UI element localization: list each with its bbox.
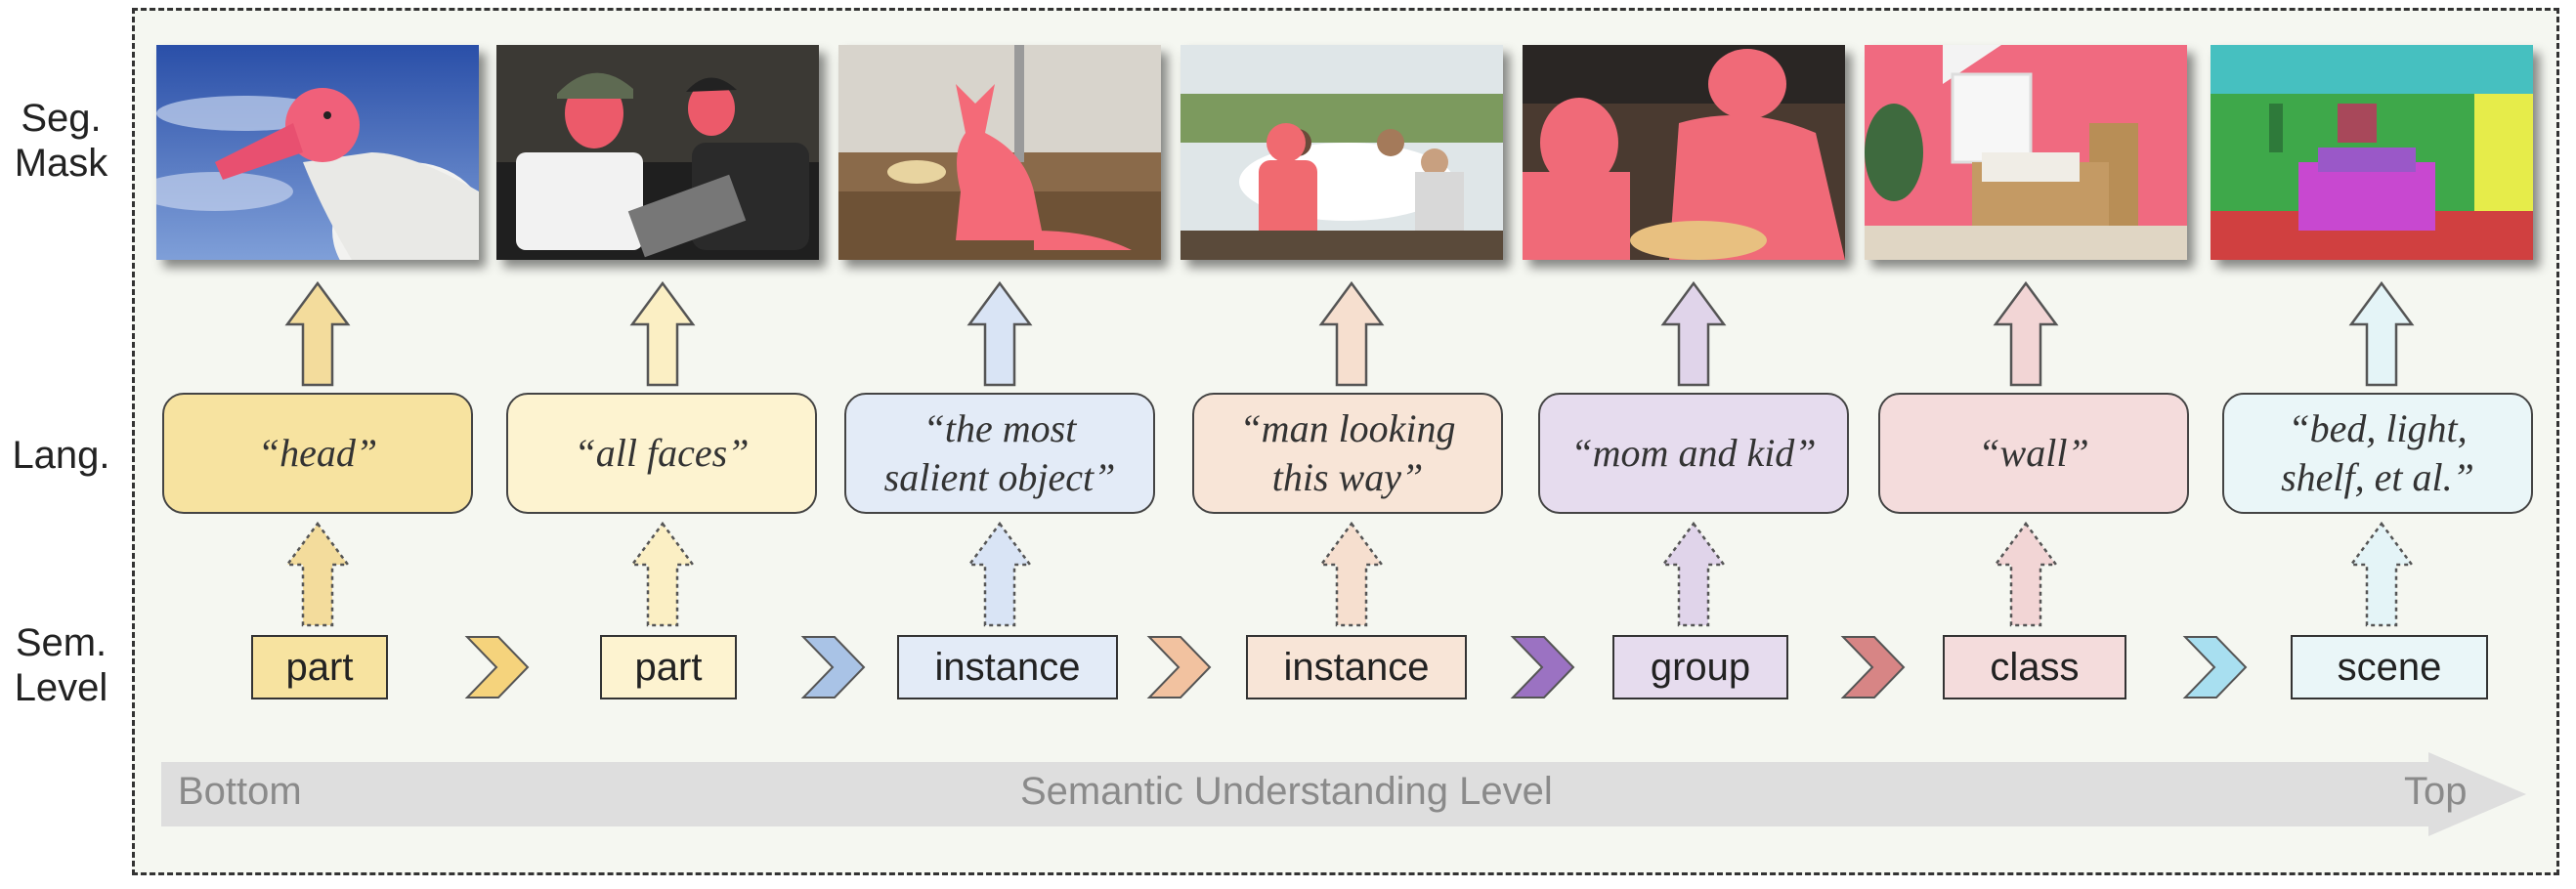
lang-box-salient-object: “the most salient object”: [844, 393, 1155, 514]
sem-level-group: group: [1612, 635, 1788, 699]
sem-level-instance-1: instance: [897, 635, 1118, 699]
up-arrow-dotted: [1318, 522, 1385, 627]
sem-level-class: class: [1943, 635, 2126, 699]
row-label-lang: Lang.: [12, 434, 110, 477]
sem-level-part-1: part: [251, 635, 388, 699]
sem-level-instance-2: instance: [1246, 635, 1467, 699]
lang-box-all-faces: “all faces”: [506, 393, 817, 514]
up-arrow-solid: [284, 281, 351, 387]
sem-level-part-2: part: [600, 635, 737, 699]
up-arrow-dotted: [966, 522, 1033, 627]
chevron-right-icon: [800, 636, 866, 698]
up-arrow-solid: [1993, 281, 2059, 387]
lang-box-head: “head”: [162, 393, 473, 514]
seg-mask-image-salient-object: [838, 45, 1161, 260]
lang-box-mom-and-kid: “mom and kid”: [1538, 393, 1849, 514]
up-arrow-dotted: [284, 522, 351, 627]
lang-box-man-looking: “man looking this way”: [1192, 393, 1503, 514]
chevron-right-icon: [1510, 636, 1575, 698]
band-label-center: Semantic Understanding Level: [1020, 770, 1553, 813]
seg-mask-image-man-looking: [1181, 45, 1503, 260]
up-arrow-solid: [629, 281, 696, 387]
semantic-level-band-arrow: [161, 752, 2526, 836]
band-label-bottom: Bottom: [178, 770, 302, 813]
lang-box-scene: “bed, light, shelf, et al.”: [2222, 393, 2533, 514]
chevron-right-icon: [464, 636, 530, 698]
up-arrow-solid: [966, 281, 1033, 387]
row-label-sem-level: Sem. Level: [14, 621, 108, 709]
band-label-top: Top: [2404, 770, 2468, 813]
seg-mask-image-all-faces: [496, 45, 819, 260]
seg-mask-image-head: [156, 45, 479, 260]
chevron-right-icon: [2182, 636, 2248, 698]
up-arrow-solid: [2348, 281, 2415, 387]
seg-mask-image-mom-and-kid: [1523, 45, 1845, 260]
semantic-level-band: [161, 752, 2526, 836]
up-arrow-dotted: [2348, 522, 2415, 627]
up-arrow-dotted: [1993, 522, 2059, 627]
lang-box-wall: “wall”: [1878, 393, 2189, 514]
up-arrow-dotted: [1660, 522, 1727, 627]
sem-level-scene: scene: [2291, 635, 2488, 699]
up-arrow-dotted: [629, 522, 696, 627]
seg-mask-image-scene: [2211, 45, 2533, 260]
chevron-right-icon: [1840, 636, 1906, 698]
up-arrow-solid: [1660, 281, 1727, 387]
seg-mask-image-wall: [1865, 45, 2187, 260]
row-label-seg-mask: Seg. Mask: [14, 97, 108, 185]
chevron-right-icon: [1146, 636, 1212, 698]
up-arrow-solid: [1318, 281, 1385, 387]
